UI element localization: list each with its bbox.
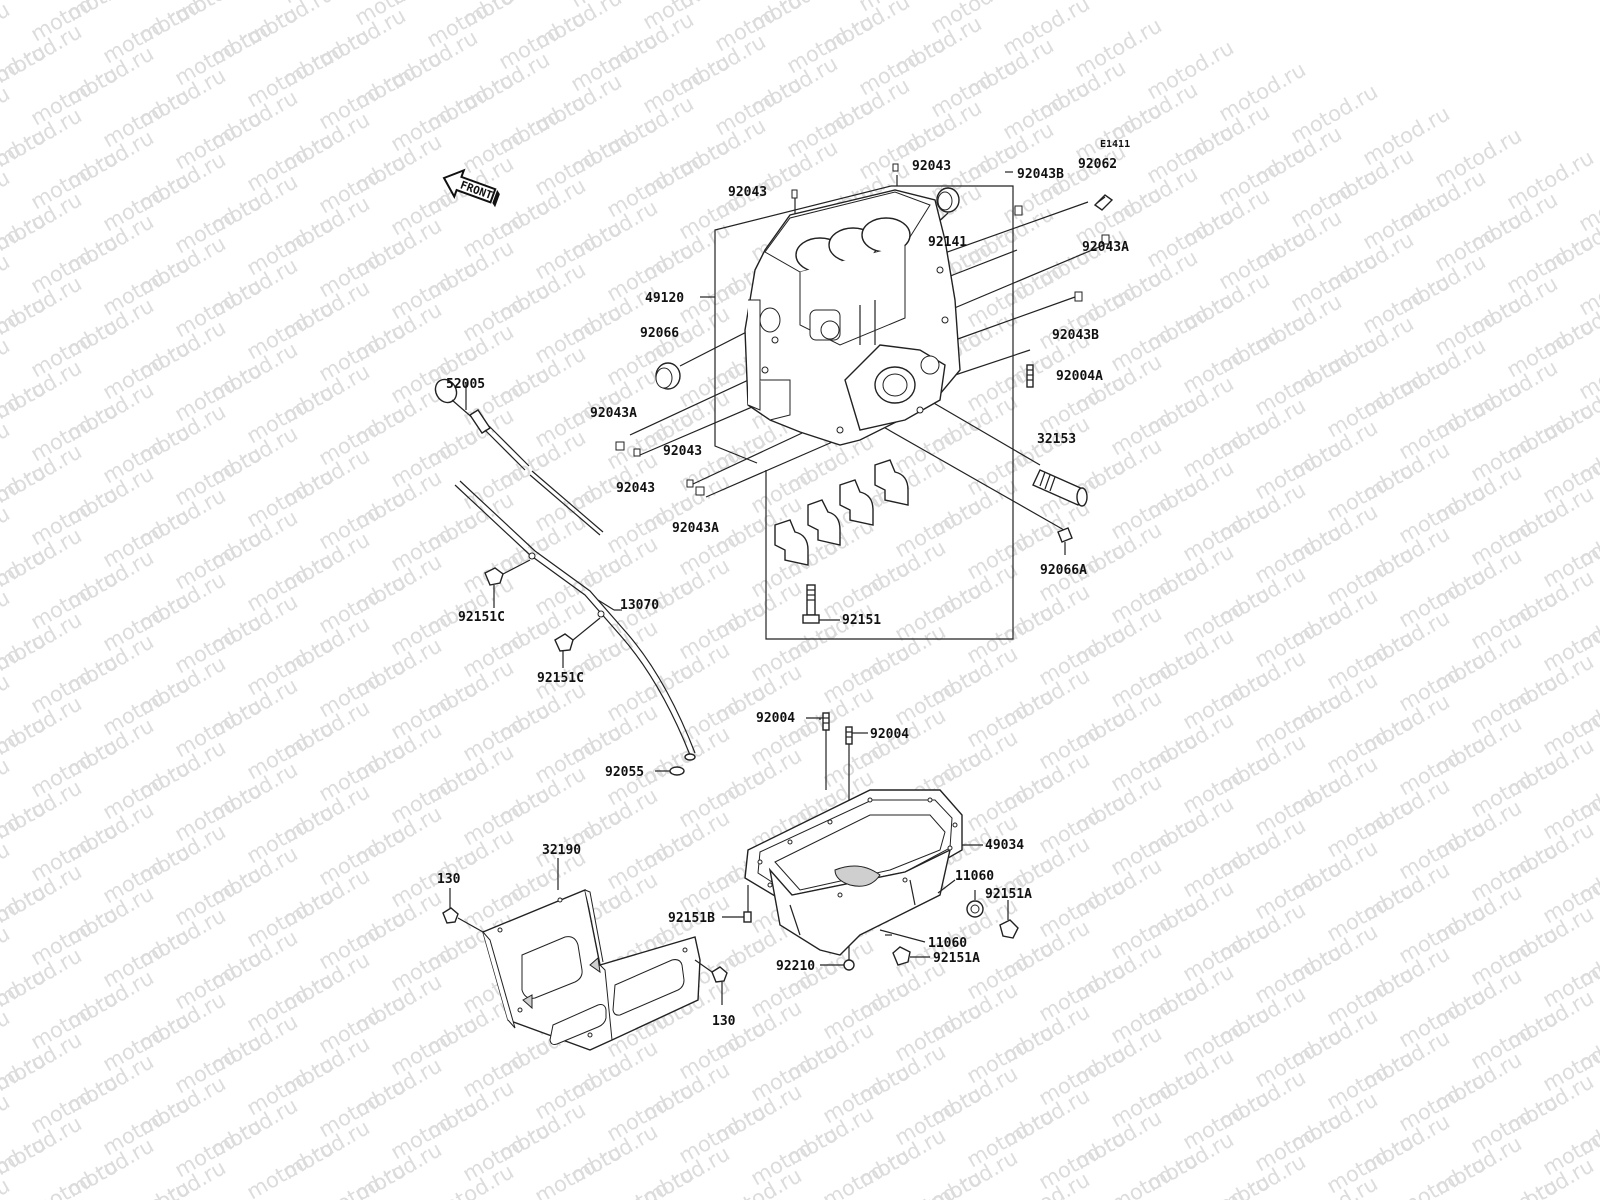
bolt-92151C-lower [554,617,601,668]
bolt-92151B [722,885,752,923]
label-32190: 32190 [542,843,581,858]
watermark-text: motod.ru [243,1135,338,1200]
label-92043-top-left: 92043 [728,185,767,200]
oil-seal-92066 [655,362,681,390]
label-92004-left: 92004 [756,711,795,726]
label-92043-top-center: 92043 [912,159,951,174]
label-49034: 49034 [985,838,1024,853]
label-92043B-top: 92043B [1017,167,1064,182]
label-92210: 92210 [776,959,815,974]
oil-seal-92141 [936,187,960,213]
label-52005: 52005 [446,377,485,392]
bolt-130-upper [442,888,484,933]
oil-pan-assembly [744,712,983,960]
plug-92066A [1057,527,1073,555]
watermark-text: motod.ru [315,1157,410,1200]
plug-92151A-upper [999,900,1019,939]
drawing-code: E1411 [1100,139,1130,150]
label-92151A-upper: 92151A [985,887,1032,902]
pipe-32153 [1032,469,1088,507]
label-92004-right: 92004 [870,727,909,742]
label-130-upper: 130 [437,872,461,887]
o-ring-92055 [655,766,685,776]
label-92151C-lower: 92151C [537,671,584,686]
stud-92004A [1026,364,1034,388]
label-92004A: 92004A [1056,369,1103,384]
label-92066A: 92066A [1040,563,1087,578]
plug-92062 [1093,194,1114,211]
watermark-text: motod.ru [1107,1147,1202,1200]
nut-92210 [820,959,855,971]
bolt-130-lower [694,959,728,1005]
label-92043-mid: 92043 [663,444,702,459]
label-92141: 92141 [928,235,967,250]
guide-tube-13070 [454,480,696,761]
gasket-11060-upper [966,890,984,918]
watermark-text: motod.ru [603,1161,698,1200]
dowel-pins [615,163,1110,496]
label-92043A-left: 92043A [590,406,637,421]
part-labels: 92043 92043 92043B 92062 92141 92043A 49… [437,157,1129,1029]
bearing-caps [774,459,909,566]
label-92062: 92062 [1078,157,1117,172]
plug-92151A-lower [892,946,930,966]
label-92151B: 92151B [668,911,715,926]
label-92043A-low: 92043A [672,521,719,536]
label-92043B-right: 92043B [1052,328,1099,343]
label-92151C-upper: 92151C [458,610,505,625]
label-92043A-right: 92043A [1082,240,1129,255]
label-130-lower: 130 [712,1014,736,1029]
label-11060-lower: 11060 [928,936,967,951]
watermark-text: motod.ru [1395,1151,1490,1200]
watermark-text: motod.ru [819,1143,914,1200]
label-92055: 92055 [605,765,644,780]
label-13070: 13070 [620,598,659,613]
label-49120: 49120 [645,291,684,306]
bolt-92151 [802,584,840,624]
guard-32190 [482,858,701,1051]
bolt-92151C-upper [484,559,531,608]
watermark-text: motod.ru [531,1139,626,1200]
watermark-text: motod.ru [27,1153,122,1200]
label-11060-upper: 11060 [955,869,994,884]
label-92151A-lower: 92151A [933,951,980,966]
gasket-11060-lower [879,929,926,943]
dipstick-52005 [434,378,604,536]
label-32153: 32153 [1037,432,1076,447]
label-92151: 92151 [842,613,881,628]
label-92043-low: 92043 [616,481,655,496]
cylinder-block-assembly [629,171,1105,640]
label-92066: 92066 [640,326,679,341]
